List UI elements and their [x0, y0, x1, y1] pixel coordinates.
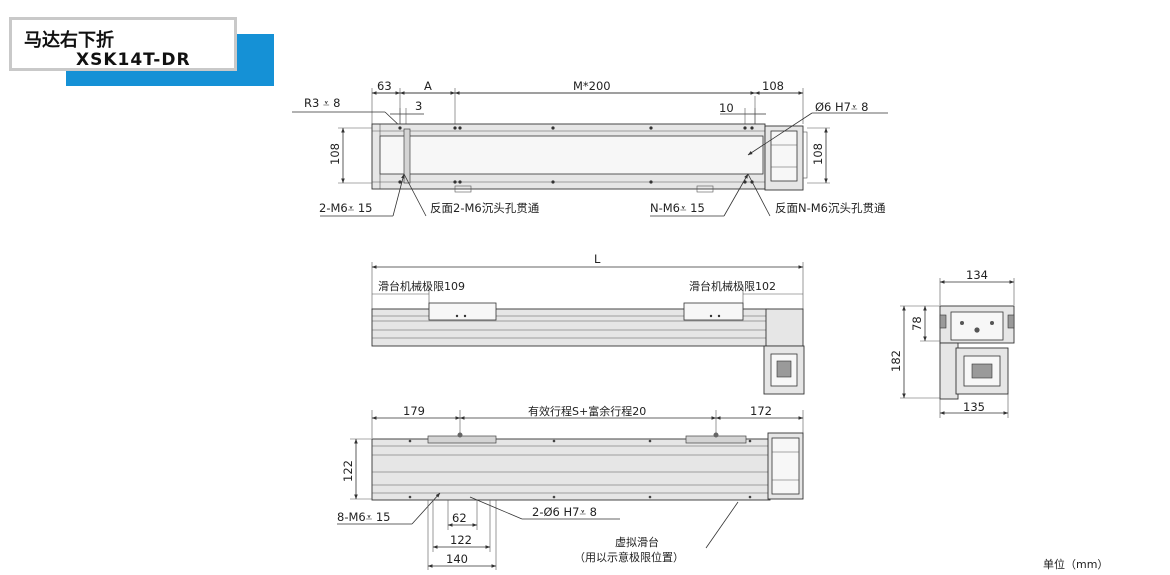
dim-140: 140 — [446, 552, 468, 566]
model-number: XSK14T-DR — [76, 50, 191, 70]
virtual-slider-note: （用以示意极限位置） — [574, 550, 684, 564]
unit-label: 单位（mm） — [1043, 557, 1108, 571]
dim-122-horizontal: 122 — [450, 533, 472, 547]
dim-stroke: 有效行程S+富余行程20 — [528, 404, 646, 418]
title-chinese: 马达右下折 — [24, 30, 114, 51]
pin-hole-label: Ø6 H7⩡ 8 — [815, 100, 868, 114]
dim-l: L — [594, 252, 601, 266]
dim-63: 63 — [377, 79, 392, 93]
tap-left-label: 2-M6⩡ 15 — [319, 201, 372, 215]
dim-78: 78 — [910, 316, 924, 331]
tap-label: 8-M6⩡ 15 — [337, 510, 390, 524]
dim-108-left: 108 — [328, 143, 342, 165]
dim-a: A — [424, 79, 432, 93]
virtual-slider-label: 虚拟滑台 — [615, 535, 659, 549]
dim-179: 179 — [403, 404, 425, 418]
dim-108-right: 108 — [811, 143, 825, 165]
r3-label: R3 ⩡ 8 — [304, 96, 340, 110]
dim-134: 134 — [966, 268, 988, 282]
pin-label: 2-Ø6 H7⩡ 8 — [532, 505, 597, 519]
bottom-view: 179 有效行程S+富余行程20 172 122 8-M6⩡ 15 — [337, 404, 804, 570]
side-view: L 滑台机械极限109 滑台机械极限102 — [371, 252, 805, 395]
dim-182: 182 — [889, 350, 903, 372]
back-left-label: 反面2-M6沉头孔贯通 — [430, 201, 540, 215]
dim-62: 62 — [452, 511, 467, 525]
tap-right-label: N-M6⩡ 15 — [650, 201, 705, 215]
end-view: 134 78 182 135 — [889, 268, 1015, 418]
title-box: 马达右下折 XSK14T-DR — [9, 17, 237, 71]
stop-right-label: 滑台机械极限102 — [689, 279, 776, 293]
back-right-label: 反面N-M6沉头孔贯通 — [775, 201, 886, 215]
dim-pitch: M*200 — [573, 79, 611, 93]
dim-108-top: 108 — [762, 79, 784, 93]
top-view: 63 A M*200 108 3 10 R3 ⩡ 8 — [292, 79, 888, 217]
dim-122-vertical: 122 — [341, 460, 355, 482]
dim-135: 135 — [963, 400, 985, 414]
dim-172: 172 — [750, 404, 772, 418]
dim-10: 10 — [719, 101, 734, 115]
stop-left-label: 滑台机械极限109 — [378, 279, 465, 293]
dim-3: 3 — [415, 99, 422, 113]
